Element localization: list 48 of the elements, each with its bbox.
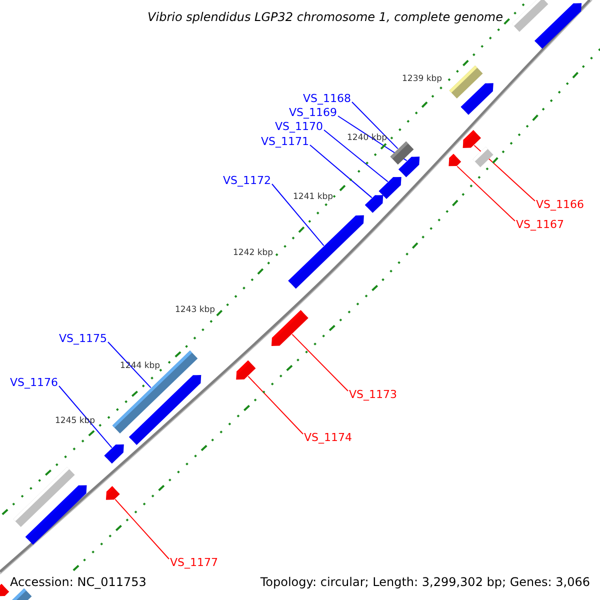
scale-label: 1239 kbp	[402, 75, 442, 84]
gene-label: VS_1167	[516, 219, 564, 230]
gene-block	[288, 215, 364, 289]
gene-block	[534, 3, 582, 49]
gene-label: VS_1171	[260, 136, 309, 147]
scale-label: 1243 kbp	[175, 306, 216, 314]
gene-label: VS_1175	[58, 333, 107, 344]
gene-label: VS_1176	[10, 377, 58, 388]
scale-label: 1242 kbp	[233, 249, 274, 258]
gene-label: VS_1177	[170, 557, 218, 568]
leader-line	[58, 386, 112, 448]
gene-block	[462, 130, 482, 148]
gene-block	[106, 486, 120, 500]
gene-block	[448, 154, 462, 166]
leader-line	[248, 376, 304, 434]
leader-line	[292, 334, 348, 392]
gene-block	[460, 83, 494, 115]
gene-label: VS_1168	[302, 93, 351, 104]
gene-label: VS_1166	[536, 199, 584, 210]
leader-line	[272, 184, 324, 246]
gene-label: VS_1174	[304, 432, 352, 443]
gene-label: VS_1172	[222, 175, 271, 186]
diagram-title: Vibrio splendidus LGP32 chromosome 1, complete genome	[148, 11, 503, 23]
gene-block	[364, 195, 384, 213]
leader-line	[456, 166, 516, 222]
gene-block	[378, 176, 402, 199]
gene-label: VS_1169	[288, 107, 337, 118]
leader-line	[338, 116, 408, 162]
gene-block	[512, 0, 548, 32]
gene-block	[129, 375, 202, 445]
leader-line	[108, 342, 152, 388]
leader-line	[474, 144, 536, 202]
leader-line	[324, 130, 388, 182]
gene-block	[398, 156, 420, 178]
gene-block	[0, 584, 10, 596]
gene-block	[104, 444, 124, 464]
gene-block	[25, 485, 87, 545]
leader-line	[310, 144, 372, 198]
gene-block	[472, 146, 494, 168]
gene-label: VS_1173	[349, 389, 398, 400]
accession-text: Accession: NC_011753	[10, 576, 146, 588]
gene-block	[271, 310, 308, 346]
gene-block	[236, 360, 256, 380]
leader-line	[352, 102, 398, 150]
leader-line	[114, 498, 170, 560]
scale-label: 1241 kbp	[293, 193, 334, 202]
gene-label: VS_1170	[274, 121, 323, 132]
genome-summary: Topology: circular; Length: 3,299,302 bp; Genes: 3,066	[260, 576, 590, 588]
